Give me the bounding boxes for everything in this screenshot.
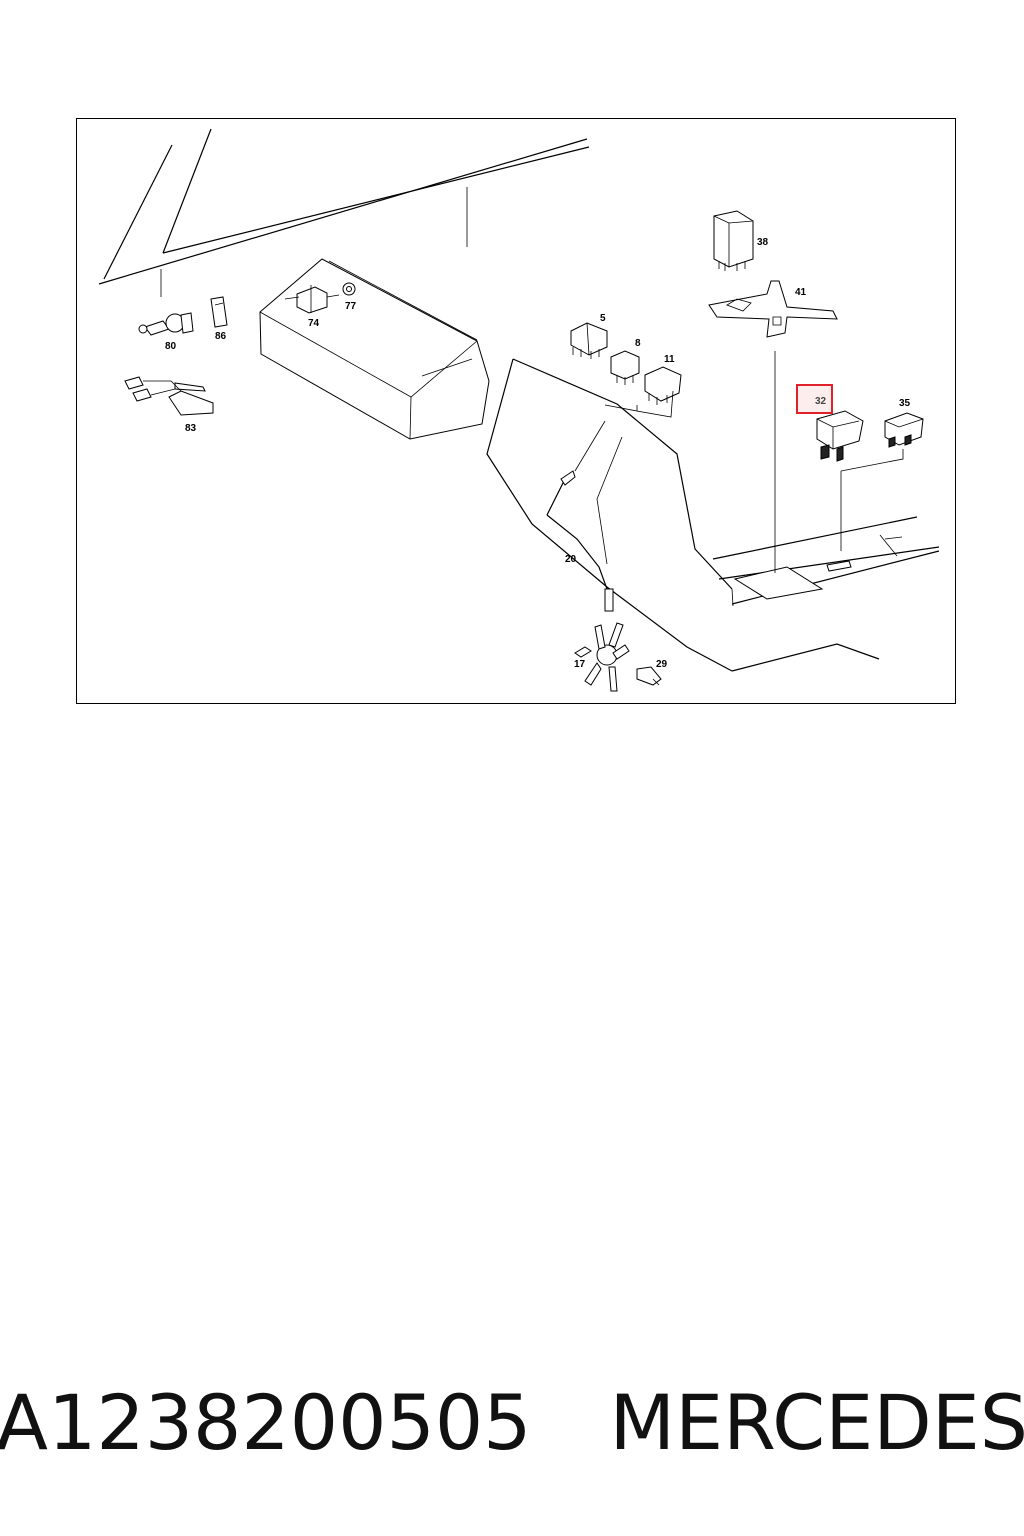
- windshield-outline: [98, 128, 590, 297]
- callout-35: 35: [899, 398, 911, 409]
- part-32-switch: [816, 410, 904, 551]
- part-number: A1238200505: [0, 1377, 532, 1467]
- callout-74: 74: [308, 318, 320, 329]
- callout-38: 38: [757, 237, 769, 248]
- part-77-grommet: [342, 282, 356, 296]
- fuse-box: [259, 258, 490, 440]
- callout-8: 8: [635, 338, 641, 349]
- part-38-relay: [713, 210, 754, 271]
- part-5-switch: [570, 322, 608, 359]
- part-83-connector: [124, 376, 214, 416]
- diagram-drawing: 38 41 80 86 74 77 83 5 8 11 32 35 20 17 …: [98, 128, 940, 692]
- caption: A1238200505 MERCEDES: [0, 1372, 1024, 1472]
- highlight-box: [796, 384, 833, 414]
- part-80-sensor: [138, 312, 194, 336]
- callout-32: 32: [815, 396, 827, 407]
- callout-41: 41: [795, 287, 807, 298]
- callout-29: 29: [656, 659, 668, 670]
- callout-83: 83: [185, 423, 197, 434]
- part-35-switch: [884, 412, 924, 448]
- callout-77: 77: [345, 301, 357, 312]
- callout-11: 11: [664, 354, 675, 365]
- callout-5: 5: [600, 313, 606, 324]
- center-console: [486, 358, 940, 672]
- part-17-bulb-holder: [574, 622, 630, 692]
- callout-20: 20: [565, 554, 577, 565]
- callout-80: 80: [165, 341, 177, 352]
- part-29-bulb: [636, 666, 662, 686]
- part-11-switch: [604, 366, 682, 418]
- callout-17: 17: [574, 659, 586, 670]
- part-74-switch: [284, 285, 340, 314]
- brand-name: MERCEDES: [609, 1377, 1024, 1467]
- part-20-cable: [546, 420, 614, 612]
- callout-86: 86: [215, 331, 227, 342]
- parts-diagram: 38 41 80 86 74 77 83 5 8 11 32 35 20 17 …: [76, 118, 956, 704]
- part-8-switch: [610, 350, 640, 385]
- part-41-bracket: [708, 280, 838, 573]
- part-86-clip: [210, 296, 228, 328]
